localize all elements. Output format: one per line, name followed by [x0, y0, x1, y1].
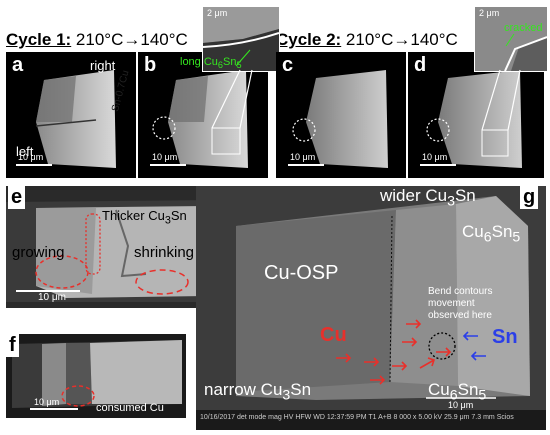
- cycle-1-label: Cycle 1:: [6, 30, 72, 49]
- panel-g: g wider Cu3Sn Cu6Sn5 Cu-OSP Bend contour…: [196, 186, 546, 430]
- panel-a-left-label: left: [16, 144, 34, 159]
- panel-f-scale-bar: [30, 408, 78, 410]
- panel-g-bend-line2: movement: [428, 298, 475, 309]
- panel-e-thicker-end: Sn: [170, 208, 187, 223]
- panel-d-callout: cracked: [504, 22, 543, 34]
- panel-b-letter: b: [144, 54, 157, 76]
- panel-a: a right left Sn-0.7Cu 10 μm: [6, 52, 136, 178]
- panel-f-consumed-label: consumed Cu: [96, 402, 164, 414]
- panel-g-narrow-end: Sn: [290, 380, 312, 399]
- panel-a-micrograph: [35, 70, 116, 168]
- panel-g-letter: g: [520, 186, 539, 209]
- panel-e: e Thicker Cu3Sn growing shrinking 10 μm: [6, 186, 218, 308]
- panel-g-cu6sn5-bot-sub2: 5: [478, 387, 487, 404]
- panel-e-micrograph: [6, 200, 218, 302]
- panel-g-cu6sn5-bot-text: Cu: [428, 380, 450, 399]
- panel-c-scale-bar: [288, 164, 324, 166]
- panel-g-bend-line3: observed here: [428, 310, 492, 321]
- panel-b-callout: long Cu6Sn5: [180, 56, 242, 70]
- panel-b-callout-formula: Cu: [203, 56, 218, 68]
- panel-e-thicker-label: Thicker Cu3Sn: [102, 208, 187, 227]
- panel-d-inset: 2 μm: [474, 6, 548, 72]
- panel-d-micrograph: [426, 70, 522, 168]
- panel-g-cu6sn5-top-sub2: 5: [512, 229, 521, 246]
- panel-g-cu6sn5-bot-sub1: 6: [449, 387, 458, 404]
- panel-a-right-label: right: [90, 58, 116, 73]
- panel-g-cu6sn5-top-text: Cu: [462, 222, 484, 241]
- panel-a-letter: a: [12, 54, 24, 76]
- panel-g-narrow-label: narrow Cu3Sn: [204, 380, 311, 403]
- panel-d-scale-text: 10 μm: [422, 152, 448, 162]
- panel-g-wider-sub: 3: [447, 193, 455, 210]
- panel-d-scale-bar: [420, 164, 456, 166]
- panel-c-scale-text: 10 μm: [290, 152, 316, 162]
- panel-g-narrow-text: narrow Cu: [204, 380, 283, 399]
- cycle-2-heading: Cycle 2: 210°C→140°C: [276, 30, 458, 50]
- panel-g-bend-note: Bend contours movement observed here: [428, 286, 493, 322]
- cycle-2-label: Cycle 2:: [276, 30, 342, 49]
- panel-g-scale-text: 10 μm: [448, 400, 474, 410]
- panel-e-thicker-text: Thicker Cu: [102, 208, 165, 223]
- panel-g-wider-label: wider Cu3Sn: [380, 186, 476, 209]
- panel-b-callout-sub2: 5: [236, 60, 242, 71]
- panel-g-footer: 10/16/2017 det mode mag HV HFW WD 12:37:…: [200, 414, 514, 421]
- panel-f-micrograph: [12, 340, 182, 408]
- panel-g-narrow-sub: 3: [282, 387, 291, 404]
- panel-b-inset-scale: 2 μm: [207, 8, 228, 18]
- panel-g-cu6sn5-top-sub1: 6: [483, 229, 492, 246]
- panel-b-callout-sub1: 6: [217, 60, 224, 71]
- panel-g-cuosp-label: Cu-OSP: [264, 262, 339, 284]
- panel-g-sn-label: Sn: [492, 326, 518, 348]
- panel-e-letter: e: [8, 186, 26, 209]
- panel-a-scale-bar: [16, 164, 52, 166]
- panel-d: d 10 μm: [408, 52, 544, 178]
- panel-g-cu6sn5-bot-mid: Sn: [457, 380, 479, 399]
- panel-g-wider-text: wider Cu: [380, 186, 448, 205]
- panel-g-cu6sn5-bot: Cu6Sn5: [428, 380, 486, 403]
- panel-e-thicker-sub: 3: [164, 214, 171, 227]
- panel-f-scale-text: 10 μm: [34, 397, 60, 407]
- panel-b-callout-mid: Sn: [223, 56, 237, 68]
- panel-e-scale-bar: [16, 290, 80, 292]
- panel-g-cu6sn5-top-mid: Sn: [491, 222, 513, 241]
- panel-g-wider-end: Sn: [454, 186, 476, 205]
- panel-c-micrograph: [292, 70, 388, 168]
- panel-d-letter: d: [414, 54, 427, 76]
- panel-d-inset-scale: 2 μm: [479, 8, 500, 18]
- panel-f: f 10 μm consumed Cu: [6, 334, 186, 418]
- panel-a-scale-text: 10 μm: [18, 152, 44, 162]
- panel-g-bend-line1: Bend contours: [428, 286, 493, 297]
- panel-g-micrograph: [196, 186, 546, 430]
- panel-c: c 10 μm: [276, 52, 406, 178]
- cycle-1-heading: Cycle 1: 210°C→140°C: [6, 30, 188, 50]
- panel-g-cu-label: Cu: [320, 324, 347, 346]
- cycle-2-temps: 210°C→140°C: [341, 30, 458, 49]
- panel-e-growing-label: growing: [12, 244, 65, 261]
- panel-e-shrinking-label: shrinking: [134, 244, 195, 261]
- panel-b-scale-bar: [150, 164, 186, 166]
- panel-b-scale-text: 10 μm: [152, 152, 178, 162]
- panel-f-letter: f: [6, 334, 19, 357]
- panel-c-letter: c: [282, 54, 294, 76]
- panel-b-callout-prefix: long: [180, 56, 204, 68]
- panel-g-cu6sn5-top: Cu6Sn5: [462, 222, 520, 245]
- panel-e-scale-text: 10 μm: [38, 292, 66, 303]
- cycle-1-temps: 210°C→140°C: [71, 30, 188, 49]
